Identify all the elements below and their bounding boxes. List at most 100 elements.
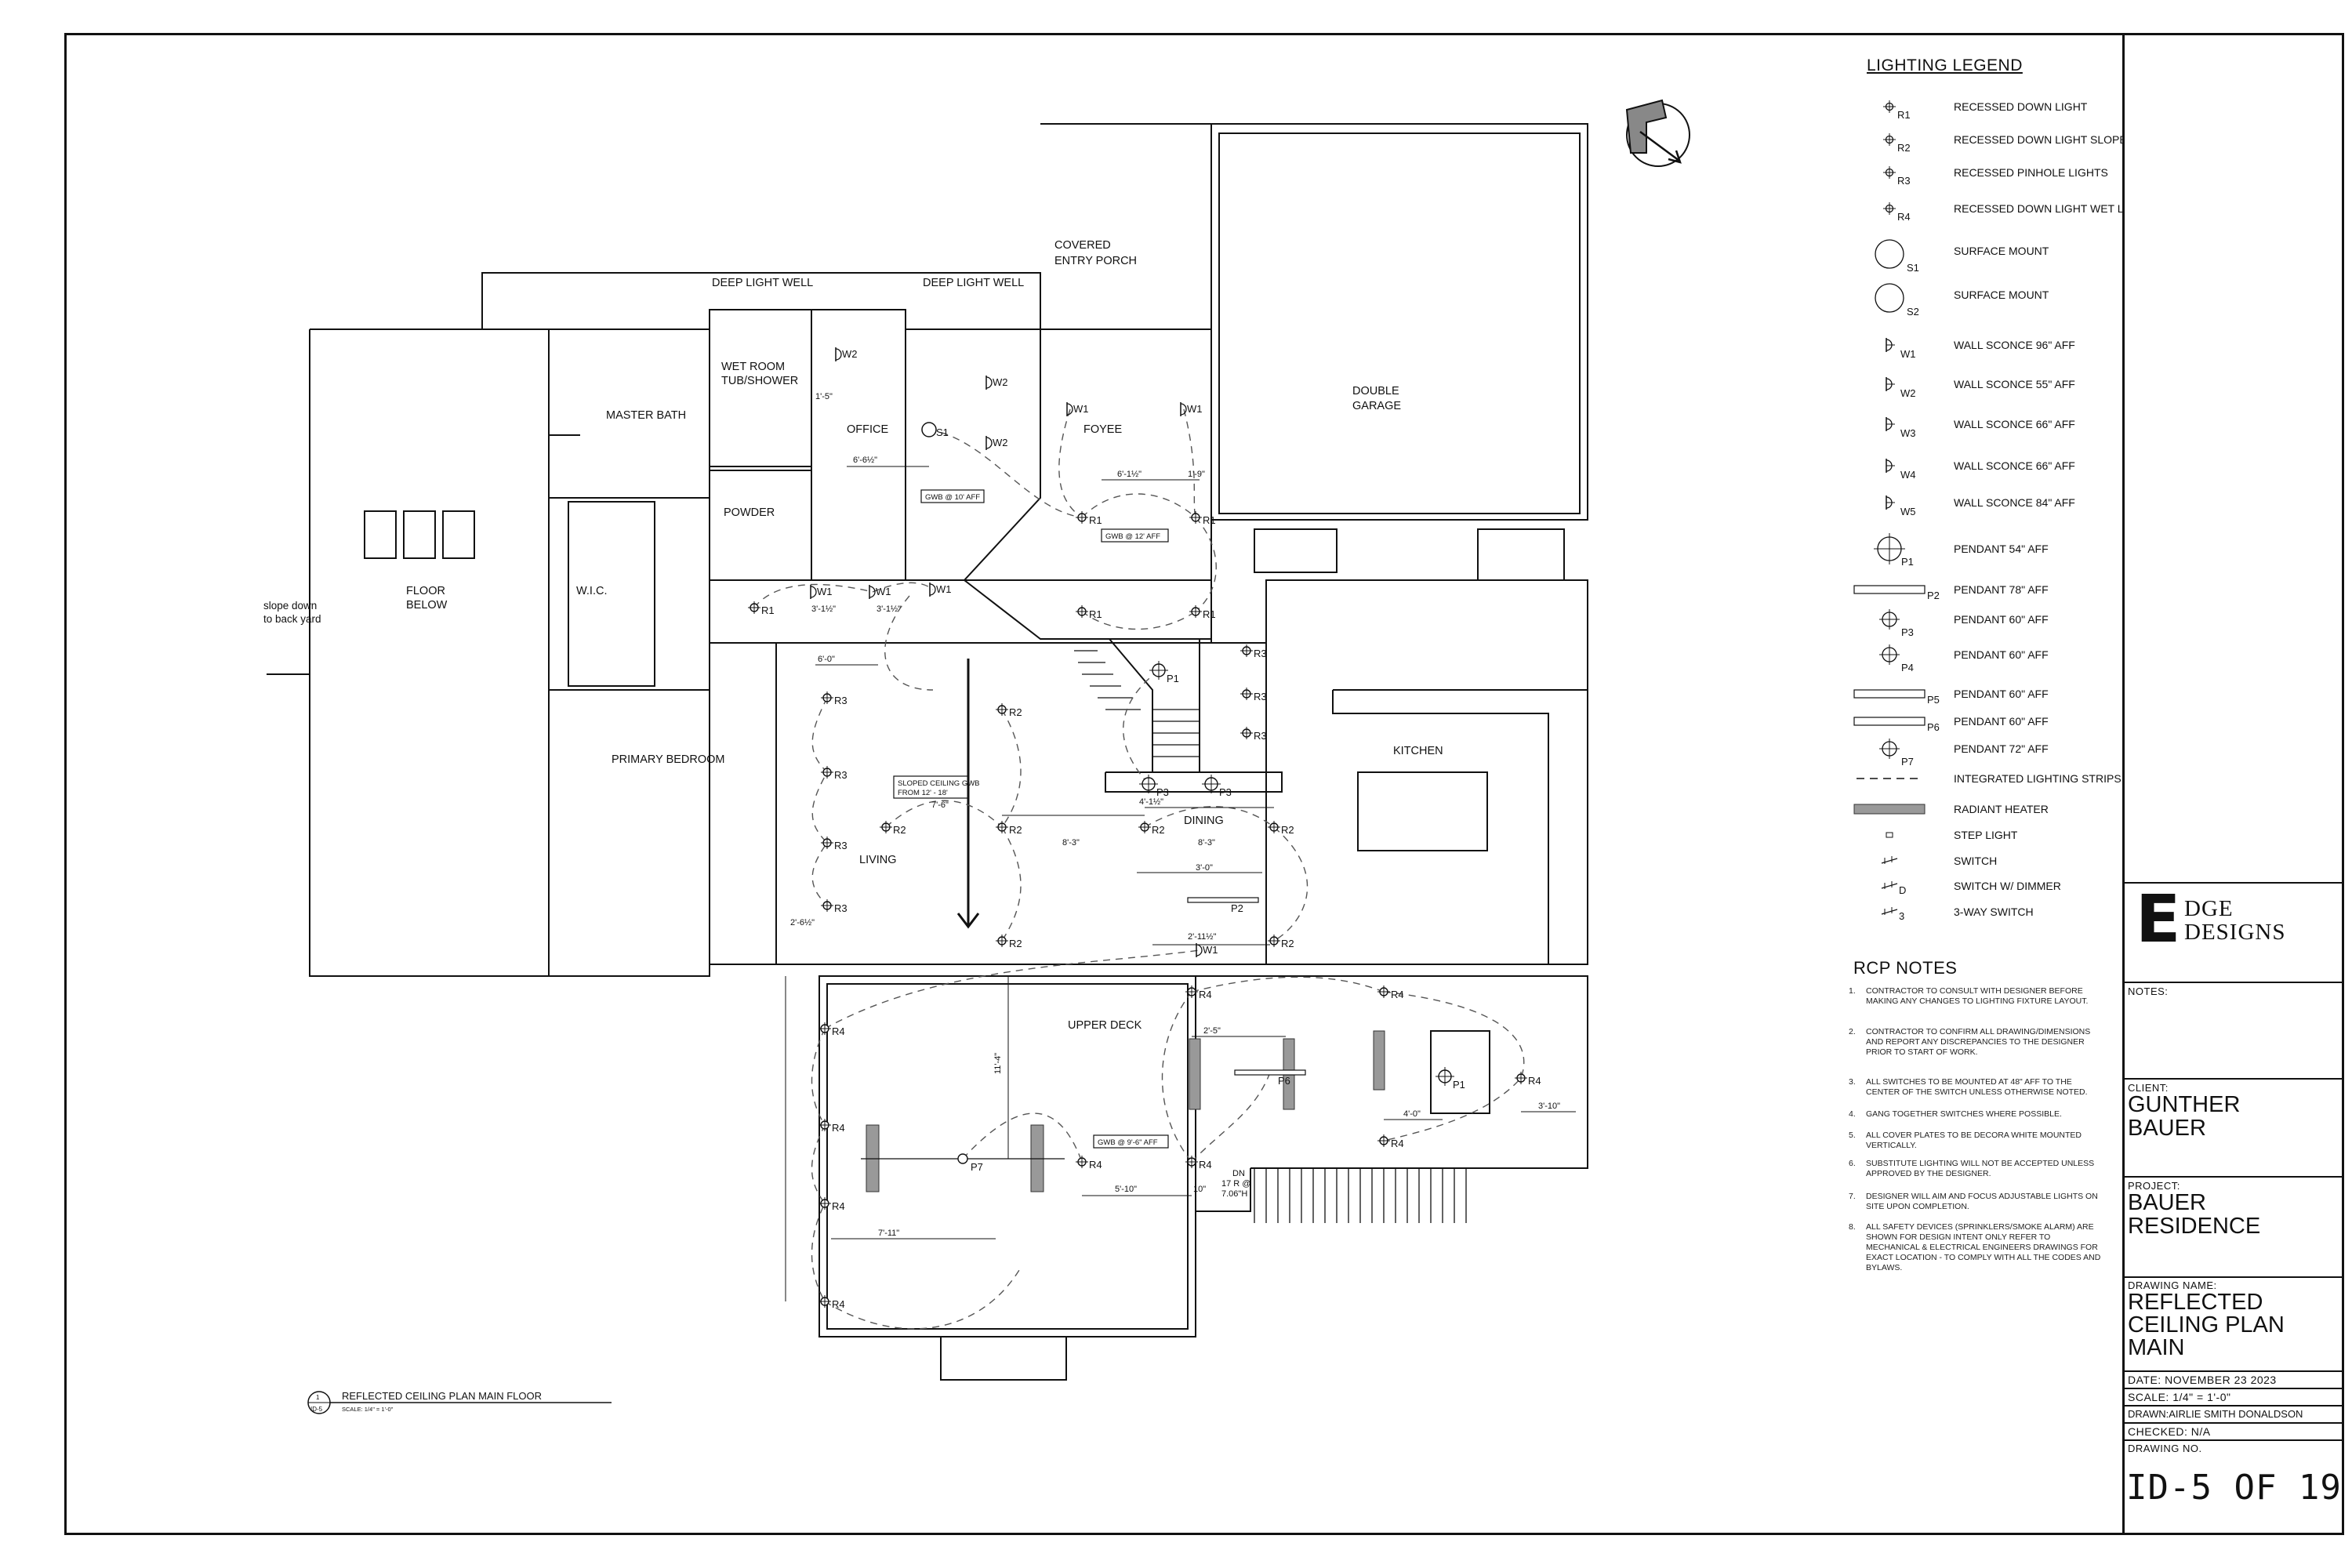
fixture-r2: R2 (1138, 821, 1165, 836)
label-primary-bedroom: PRIMARY BEDROOM (612, 753, 725, 766)
dim-foyee: 6'-1½" (1117, 470, 1142, 479)
fixture-label: R3 (834, 695, 848, 706)
dim-11-4: 11'-4" (993, 1053, 1003, 1074)
note-stair-rise-1: 17 R @ (1221, 1179, 1250, 1189)
sconce-label: W2 (842, 348, 858, 360)
fixture-label: R3 (834, 769, 848, 781)
rcp-note-text: CONTRACTOR TO CONSULT WITH DESIGNER BEFO… (1866, 986, 2089, 1006)
legend-item-label: PENDANT 78" AFF (1954, 583, 2049, 596)
legend-item-label: RECESSED DOWN LIGHT (1954, 100, 2088, 113)
rcp-note-text: GANG TOGETHER SWITCHES WHERE POSSIBLE. (1866, 1109, 2062, 1119)
tb-divider (2122, 1422, 2344, 1424)
dim-3-10: 3'-10" (1538, 1102, 1560, 1111)
tb-divider (2122, 1370, 2344, 1372)
drawing-ref-num: 1 (316, 1394, 320, 1401)
client-name-2: BAUER (2128, 1116, 2206, 1141)
rcp-notes-title: RCP NOTES (1853, 958, 1958, 978)
drawing-no-label: DRAWING NO. (2128, 1443, 2202, 1454)
legend-item-label: STEP LIGHT (1954, 829, 2018, 841)
legend-item-label: RADIANT HEATER (1954, 803, 2049, 815)
dim-6-0: 6'-0" (818, 655, 835, 664)
fixture-r4: R4 (1185, 1156, 1212, 1171)
date-value: NOVEMBER 23 2023 (2165, 1374, 2277, 1386)
fixture-label: R1 (761, 604, 775, 616)
lighting-circuits (753, 408, 1525, 1330)
fixture-label: R2 (1009, 824, 1022, 836)
fixture-r1: R1 (1189, 511, 1216, 526)
notes-label: NOTES: (2128, 985, 2169, 997)
tb-divider (2122, 982, 2344, 983)
client-name-1: GUNTHER (2128, 1092, 2241, 1117)
dim-2-11: 2'-11½" (1188, 932, 1216, 942)
legend-item-label: PENDANT 60" AFF (1954, 688, 2049, 700)
fixture-r2: R2 (996, 703, 1022, 718)
fixture-label: R4 (832, 1122, 845, 1134)
drawing-title-callout: 1 ID-5 REFLECTED CEILING PLAN MAIN FLOOR… (307, 1390, 612, 1414)
room-labels: DEEP LIGHT WELL DEEP LIGHT WELL COVERED … (263, 239, 1443, 1032)
dim-2-6: 2'-6½" (790, 918, 815, 927)
dim-2-5: 2'-5" (1203, 1026, 1221, 1036)
fixture-label: R4 (1199, 1159, 1212, 1171)
scale-label: SCALE: (2128, 1391, 2169, 1403)
legend-item-label: PENDANT 60" AFF (1954, 613, 2049, 626)
dim-4-1: 4'-1½" (1139, 797, 1163, 807)
sconce-label: W1 (936, 583, 952, 595)
label-floor-below-2: BELOW (406, 599, 448, 612)
fixture-r3: R3 (821, 837, 848, 851)
fixture-label: R4 (832, 1298, 845, 1310)
note-gwb-9: GWB @ 9'-6" AFF (1098, 1138, 1158, 1147)
legend-code: S1 (1907, 262, 1919, 274)
north-arrow-icon (1625, 99, 1690, 167)
dim-10: 10" (1193, 1185, 1206, 1194)
fixture-r1: R1 (1189, 605, 1216, 620)
fixture-label: R1 (1203, 608, 1216, 620)
legend-item-label: RECESSED DOWN LIGHT WET LOCATION (1954, 202, 2122, 215)
legend-code: P7 (1901, 756, 1914, 768)
fixture-label: R2 (893, 824, 906, 836)
note-stair-dn: DN (1232, 1169, 1245, 1178)
sconce-w1: W1 (1180, 402, 1203, 416)
fixture-r3: R3 (821, 899, 848, 914)
legend-item-label: RECESSED PINHOLE LIGHTS (1954, 166, 2108, 179)
fixture-label: R1 (1089, 608, 1102, 620)
pendant-p2: P2 (1187, 897, 1259, 914)
legend-item-label: WALL SCONCE 55" AFF (1954, 378, 2075, 390)
drawing-name-3: MAIN (2128, 1335, 2185, 1360)
fixture-label: R4 (1391, 1138, 1404, 1149)
dim-3-1-b: 3'-1½" (877, 604, 901, 614)
fixture-label: R2 (1009, 706, 1022, 718)
fixture-r3: R3 (1240, 688, 1267, 702)
fixture-r4: R4 (818, 1197, 845, 1212)
rcp-note: 5.ALL COVER PLATES TO BE DECORA WHITE MO… (1849, 1131, 2101, 1151)
note-gwb-10: GWB @ 10' AFF (925, 493, 980, 502)
fixture-r3: R3 (821, 766, 848, 781)
drawing-number: ID-5 OF 19 (2126, 1468, 2342, 1508)
pendant-label: P3 (1219, 786, 1232, 798)
label-slope-2: to back yard (263, 613, 321, 625)
rcp-note-number: 7. (1849, 1192, 1856, 1201)
label-slope-1: slope down (263, 600, 317, 612)
fixture-r4: R4 (818, 1295, 845, 1310)
legend-code: W3 (1900, 427, 1916, 439)
label-dining: DINING (1184, 815, 1224, 827)
fixture-label: R4 (1199, 989, 1212, 1000)
legend-code: W5 (1900, 506, 1916, 517)
note-sloped-2: FROM 12' - 18' (898, 789, 948, 797)
rcp-note: 1.CONTRACTOR TO CONSULT WITH DESIGNER BE… (1849, 986, 2101, 1007)
label-covered-entry-2: ENTRY PORCH (1054, 255, 1137, 267)
fixture-label: R4 (832, 1200, 845, 1212)
legend-item-label: WALL SCONCE 96" AFF (1954, 339, 2075, 351)
fixture-r2: R2 (996, 935, 1022, 949)
legend-code: W2 (1900, 387, 1916, 399)
sconce-label: W2 (993, 437, 1008, 448)
fixture-label: R4 (832, 1025, 845, 1037)
legend-code: S2 (1907, 306, 1919, 318)
fixture-r4: R4 (1515, 1072, 1541, 1087)
tb-divider (2122, 1276, 2344, 1278)
note-stair-rise-2: 7.06"H (1221, 1189, 1247, 1199)
fixture-r1: R1 (1076, 511, 1102, 526)
rcp-note-text: CONTRACTOR TO CONFIRM ALL DRAWING/DIMENS… (1866, 1027, 2091, 1057)
